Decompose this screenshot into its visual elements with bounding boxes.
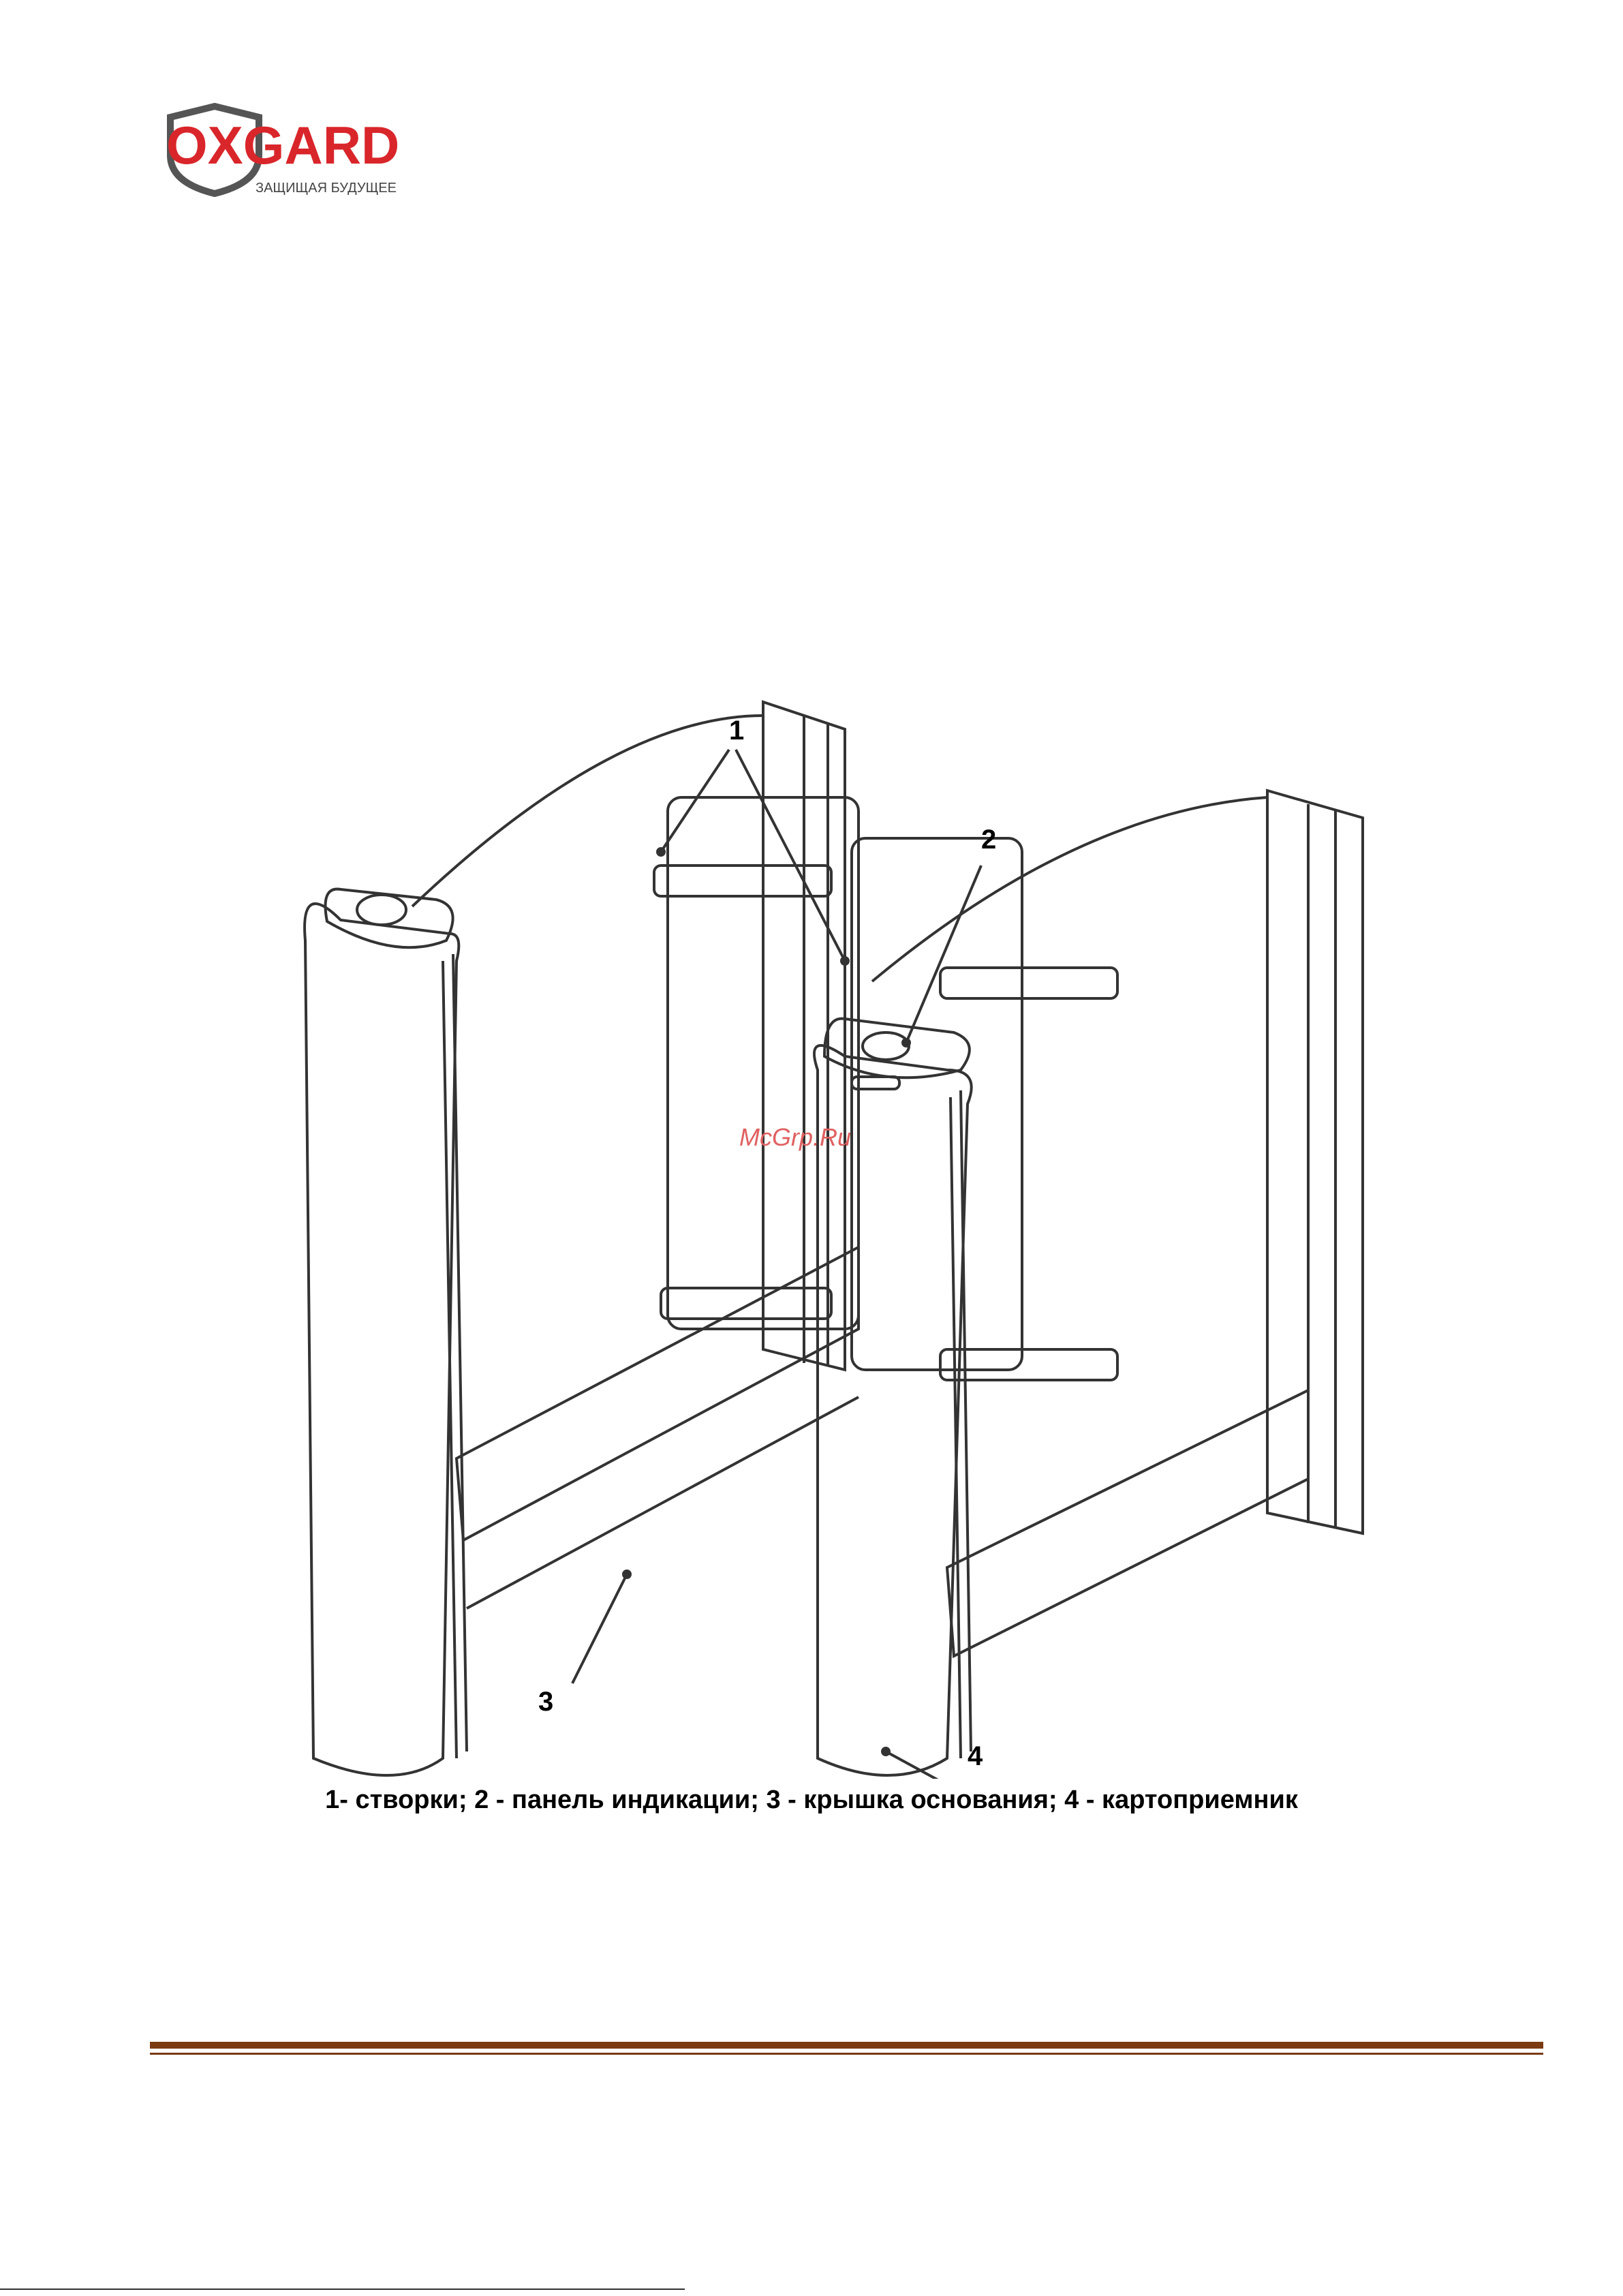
turnstile-illustration: 1 2 3 4 bbox=[259, 675, 1417, 1779]
footer-rule-thick bbox=[150, 2042, 1543, 2049]
lower-right-arm bbox=[940, 1349, 1117, 1380]
figure-caption: 1- створки; 2 - панель индикации; 3 - кр… bbox=[0, 1786, 1623, 1815]
oxgard-logo-graphic: OXGARD ЗАЩИЩАЯ БУДУЩЕЕ bbox=[164, 102, 416, 198]
logo-tagline: ЗАЩИЩАЯ БУДУЩЕЕ bbox=[256, 181, 397, 196]
logo-wordmark: OXGARD bbox=[166, 115, 399, 175]
callout-2: 2 bbox=[981, 825, 996, 855]
turnstile-line-drawing: 1 2 3 4 bbox=[259, 675, 1417, 1779]
right-arc bbox=[872, 797, 1267, 981]
callout-4: 4 bbox=[968, 1741, 983, 1771]
left-indicator-panel bbox=[357, 895, 406, 925]
brand-logo: OXGARD ЗАЩИЩАЯ БУДУЩЕЕ bbox=[164, 102, 416, 198]
left-base-cover bbox=[457, 1247, 859, 1540]
left-arc bbox=[412, 716, 763, 906]
footer-rule-thin bbox=[150, 2053, 1543, 2055]
rear-right-post bbox=[1267, 791, 1363, 1533]
callout-1: 1 bbox=[729, 716, 744, 746]
callout-3: 3 bbox=[538, 1687, 553, 1717]
right-indicator-panel bbox=[863, 1032, 909, 1060]
right-flap bbox=[852, 838, 1022, 1370]
right-pedestal bbox=[814, 1045, 972, 1775]
left-pedestal-top bbox=[326, 889, 453, 948]
upper-right-arm bbox=[940, 968, 1117, 998]
right-base-cover bbox=[947, 1390, 1308, 1656]
lower-left-arm bbox=[661, 1288, 831, 1319]
page-bottom-line bbox=[0, 2289, 685, 2290]
watermark-text: McGrp.Ru bbox=[739, 1123, 851, 1152]
left-pedestal bbox=[305, 904, 459, 1775]
